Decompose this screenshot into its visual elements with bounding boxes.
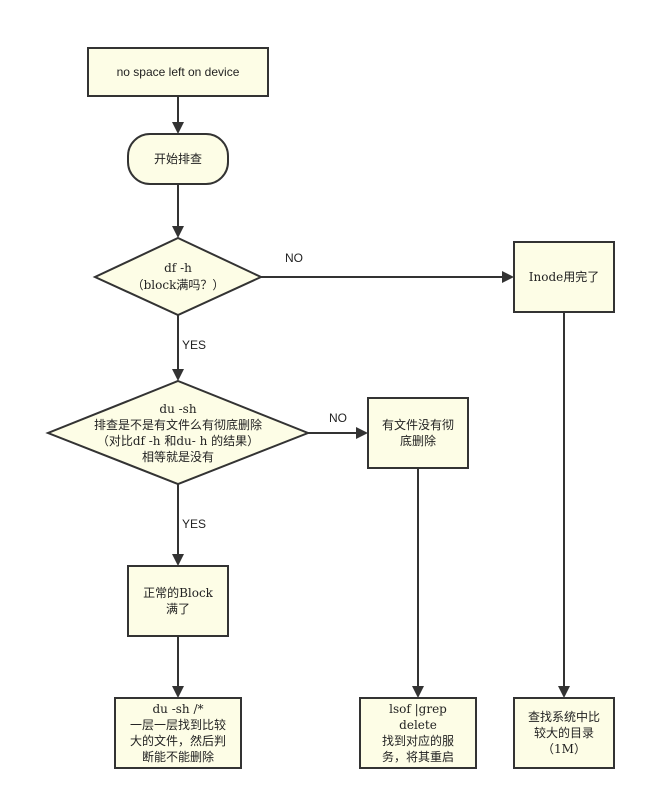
- node-begin-label: 开始排查: [154, 152, 202, 166]
- edge-label-df-yes: YES: [182, 338, 206, 352]
- node-undeleted-box: [367, 397, 469, 469]
- node-lsof-box: [359, 697, 477, 769]
- node-inode-box: [513, 241, 615, 313]
- node-normal-box: [127, 565, 229, 637]
- node-bigdir-box: [513, 697, 615, 769]
- node-undeleted: 有文件没有彻 底删除: [367, 397, 469, 469]
- node-begin-box: [127, 133, 229, 185]
- arrowhead: [412, 686, 424, 698]
- node-start: no space left on device: [87, 47, 269, 97]
- node-start-label: no space left on device: [117, 65, 240, 79]
- arrowhead: [172, 686, 184, 698]
- node-df-line1: df -h: [164, 261, 192, 275]
- edge-label-df-no: NO: [285, 251, 303, 265]
- arrowhead: [172, 369, 184, 381]
- node-lsof-line1: lsof |grep: [389, 702, 447, 716]
- edge-label-du-no: NO: [329, 411, 347, 425]
- node-undeleted-line1: 有文件没有彻: [382, 417, 454, 432]
- edge-label-du-yes: YES: [182, 517, 206, 531]
- node-normal: 正常的Block 满了: [127, 565, 229, 637]
- node-dustar-line3: 大的文件，然后判: [130, 733, 226, 748]
- arrowhead: [558, 686, 570, 698]
- edges: [172, 96, 570, 698]
- node-bigdir-line1: 查找系统中比: [528, 709, 600, 724]
- node-inode: Inode用完了: [513, 241, 615, 313]
- node-du-line3: （对比df -h 和du- h 的结果）: [97, 433, 259, 448]
- node-begin: 开始排查: [127, 133, 229, 185]
- node-start-box: [87, 47, 269, 97]
- node-du: du -sh 排查是不是有文件么有彻底删除 （对比df -h 和du- h 的结…: [45, 379, 311, 486]
- node-df: df -h （block满吗？）: [92, 236, 264, 317]
- node-df-line2: （block满吗？）: [132, 278, 225, 292]
- node-lsof: lsof |grep delete 找到对应的服 务，将其重启: [359, 697, 477, 769]
- node-df-diamond: [92, 236, 264, 317]
- node-bigdir-line3: （1M）: [542, 742, 586, 756]
- node-dustar: du -sh /* 一层一层找到比较 大的文件，然后判 断能不能删除: [114, 697, 242, 769]
- node-lsof-line3: 找到对应的服: [382, 733, 454, 748]
- node-lsof-line2: delete: [399, 718, 437, 732]
- node-du-line2: 排查是不是有文件么有彻底删除: [94, 417, 262, 432]
- arrowhead: [502, 271, 514, 283]
- node-bigdir-line2: 较大的目录: [534, 725, 594, 740]
- node-du-line1: du -sh: [159, 402, 196, 416]
- node-dustar-box: [114, 697, 242, 769]
- node-lsof-line4: 务，将其重启: [382, 749, 454, 764]
- node-du-line4: 相等就是没有: [142, 449, 214, 464]
- node-inode-label: Inode用完了: [529, 269, 599, 284]
- arrowhead: [356, 427, 368, 439]
- arrowhead: [172, 554, 184, 566]
- arrowhead: [172, 122, 184, 134]
- node-du-diamond: [45, 379, 311, 486]
- arrowhead: [172, 226, 184, 238]
- node-normal-line2: 满了: [166, 602, 190, 616]
- node-bigdir: 查找系统中比 较大的目录 （1M）: [513, 697, 615, 769]
- node-undeleted-line2: 底删除: [400, 433, 436, 448]
- node-dustar-line4: 断能不能删除: [142, 749, 214, 764]
- node-dustar-line2: 一层一层找到比较: [130, 717, 226, 732]
- node-normal-line1: 正常的Block: [143, 585, 214, 600]
- node-dustar-line1: du -sh /*: [152, 702, 203, 716]
